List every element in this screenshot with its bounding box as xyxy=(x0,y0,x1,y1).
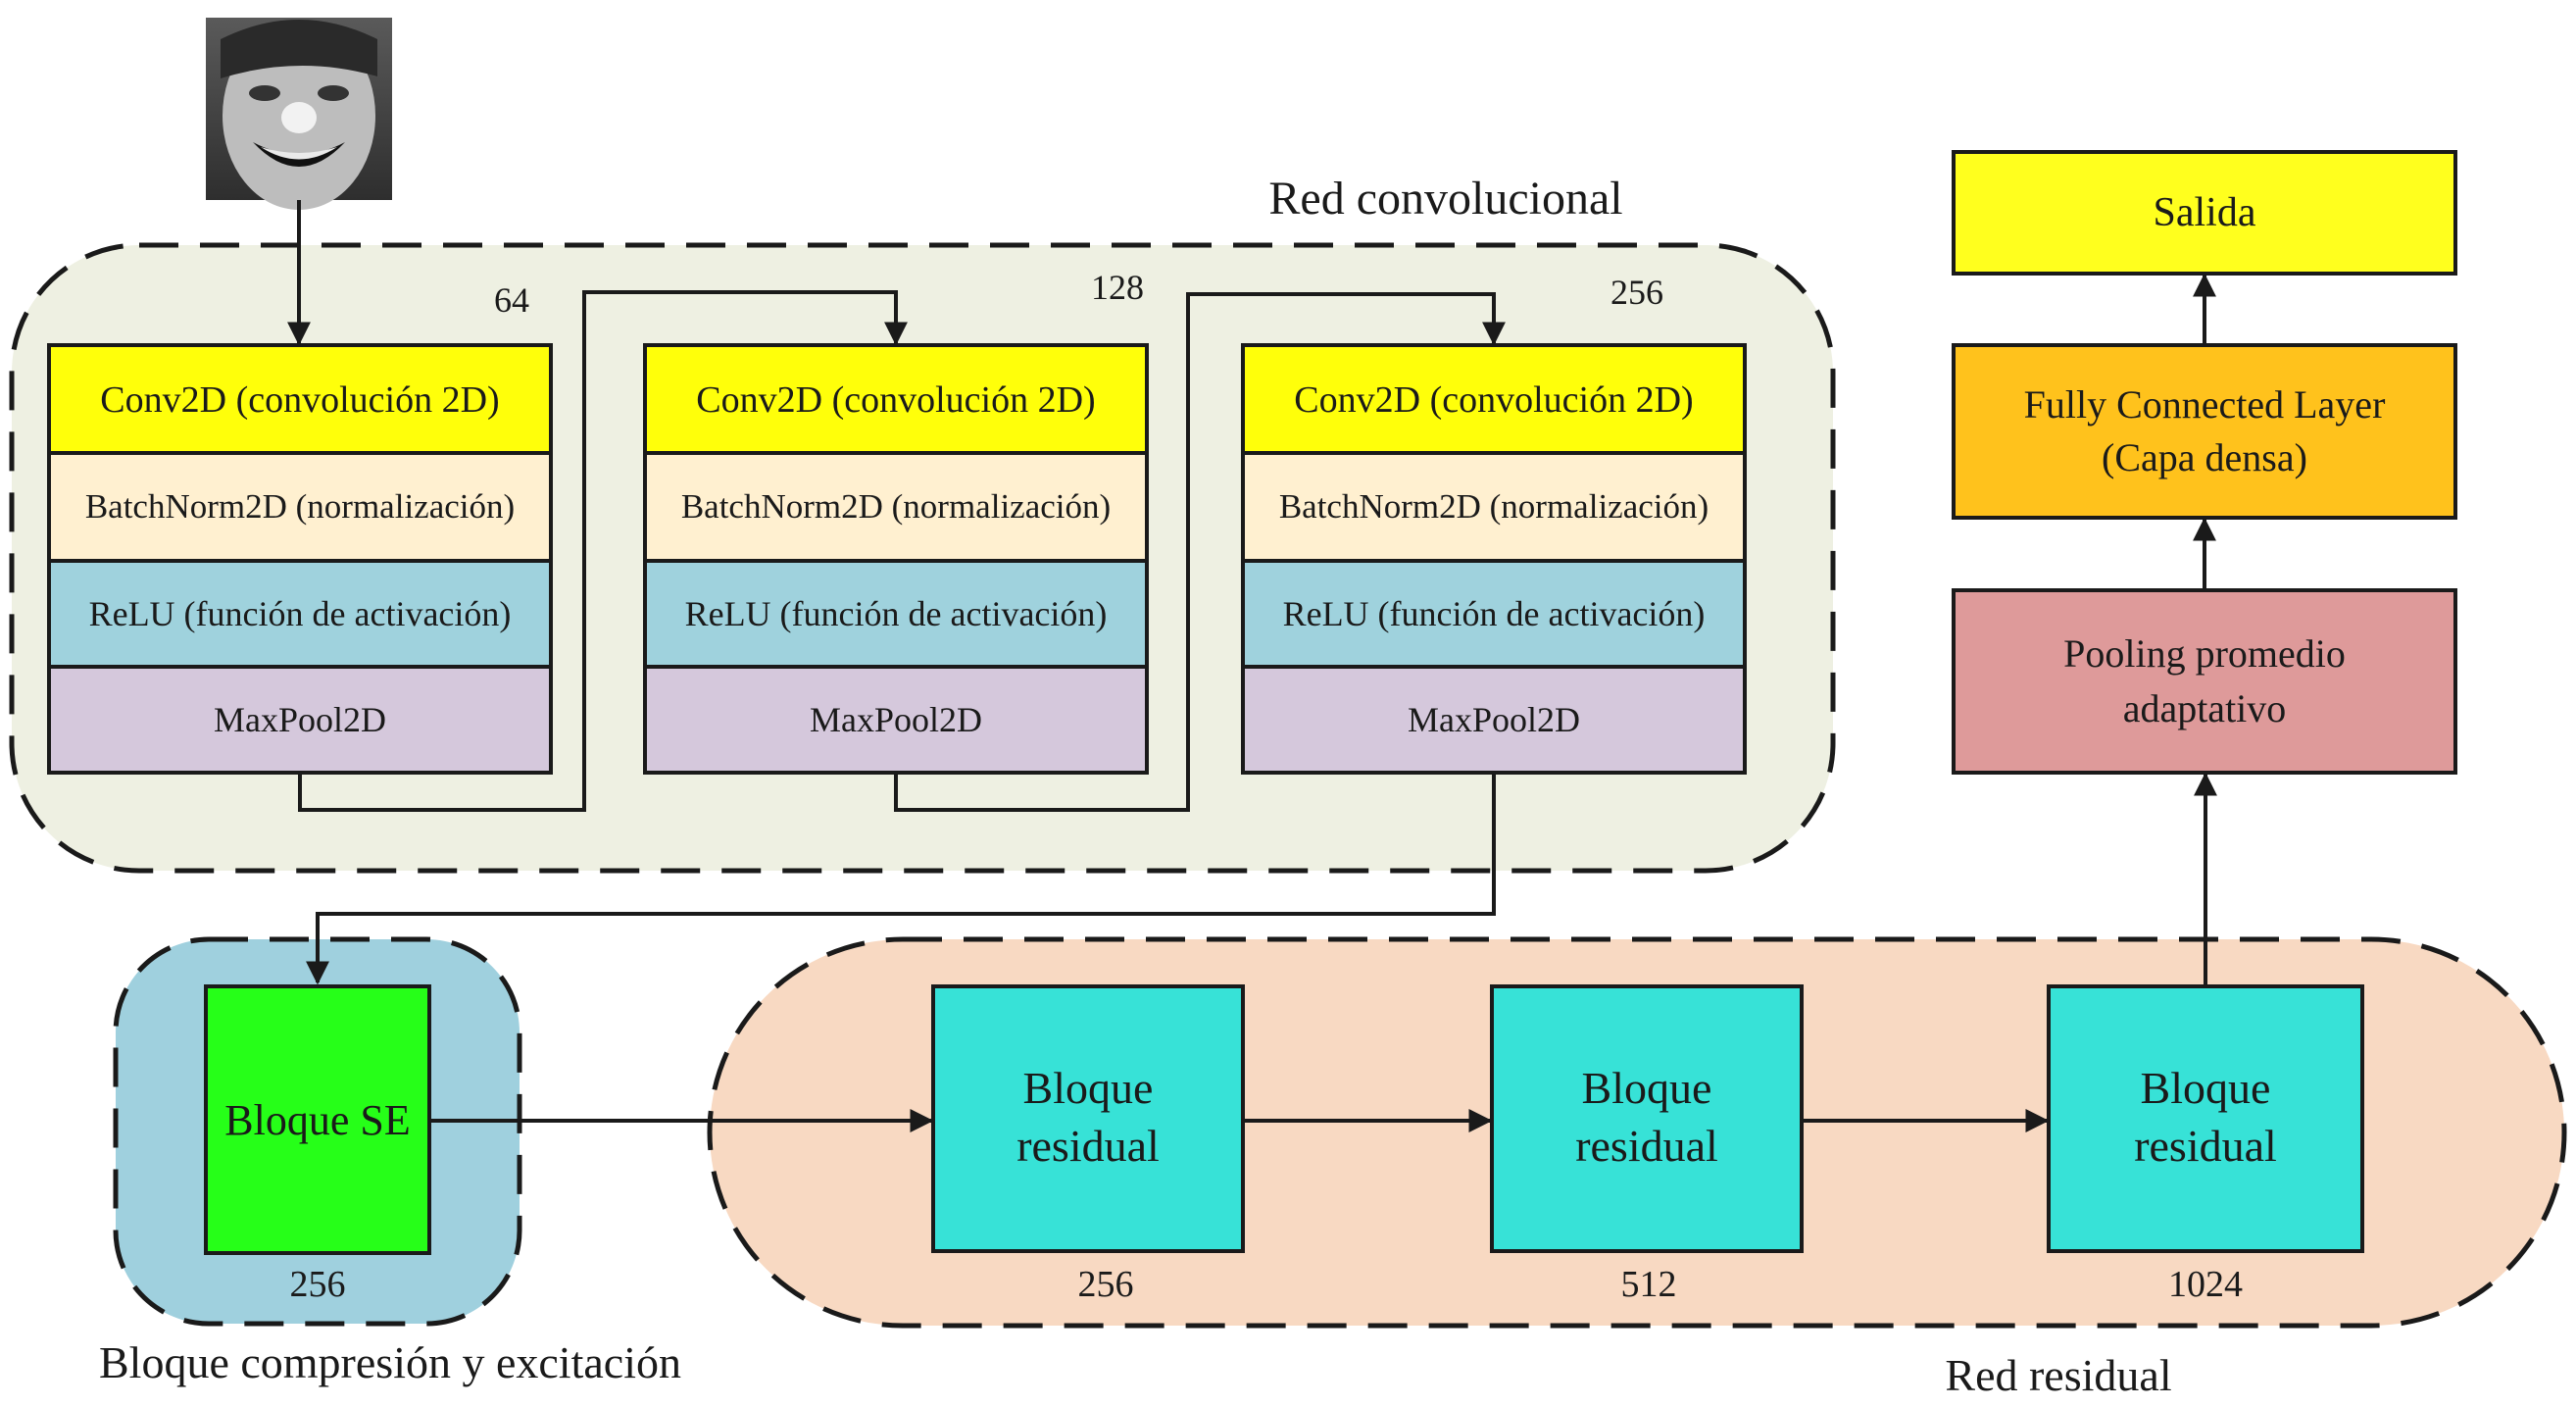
conv-stage-2: Conv2D (convolución 2D) BatchNorm2D (nor… xyxy=(643,268,1149,775)
conv2d-layer xyxy=(47,343,553,455)
relu-layer xyxy=(643,559,1149,669)
relu-layer xyxy=(1241,559,1747,669)
residual-line1: Bloque xyxy=(1023,1063,1154,1113)
stage-channels: 256 xyxy=(1610,273,1663,312)
conv2d-label: Conv2D (convolución 2D) xyxy=(1294,379,1693,421)
residual-block-2: Bloque residual 512 xyxy=(1490,984,1804,1305)
fc-line1: Fully Connected Layer xyxy=(2024,382,2386,427)
conv-stage-1: Conv2D (convolución 2D) BatchNorm2D (nor… xyxy=(47,280,553,775)
relu-label: ReLU (función de activación) xyxy=(89,594,512,633)
residual-line2: residual xyxy=(1575,1121,1718,1171)
residual-line1: Bloque xyxy=(2141,1063,2271,1113)
pooling-line2: adaptativo xyxy=(2123,686,2287,730)
se-block-label: Bloque SE xyxy=(224,1096,410,1144)
residual-box xyxy=(1490,984,1804,1253)
residual-channels: 256 xyxy=(1078,1264,1134,1305)
residual-channels: 512 xyxy=(1621,1264,1677,1305)
stage1-to-stage2-arrow xyxy=(298,290,908,812)
stage-channels: 64 xyxy=(494,280,529,320)
pooling-line1: Pooling promedio xyxy=(2063,631,2346,676)
maxpool-label: MaxPool2D xyxy=(214,700,386,739)
conv2d-layer xyxy=(1241,343,1747,455)
stage-channels: 128 xyxy=(1091,268,1144,307)
se-block-channels: 256 xyxy=(290,1264,346,1305)
maxpool-label: MaxPool2D xyxy=(810,700,982,739)
conv-stage-3: Conv2D (convolución 2D) BatchNorm2D (nor… xyxy=(1241,273,1747,775)
residual-box xyxy=(2047,984,2364,1253)
residual-channels: 1024 xyxy=(2168,1264,2243,1305)
se-region-title: Bloque compresión y excitación xyxy=(99,1337,681,1387)
conv2d-label: Conv2D (convolución 2D) xyxy=(696,379,1095,421)
relu-label: ReLU (función de activación) xyxy=(1283,594,1706,633)
conv2d-label: Conv2D (convolución 2D) xyxy=(100,379,499,421)
output-label: Salida xyxy=(2154,190,2256,235)
residual-line2: residual xyxy=(2134,1121,2277,1171)
residual-region-title: Red residual xyxy=(1945,1350,2171,1400)
residual-line2: residual xyxy=(1016,1121,1160,1171)
batchnorm-label: BatchNorm2D (normalización) xyxy=(1279,487,1709,526)
residual-box xyxy=(931,984,1245,1253)
batchnorm-label: BatchNorm2D (normalización) xyxy=(681,487,1111,526)
stage2-to-stage3-arrow xyxy=(894,292,1506,812)
output-box xyxy=(1952,150,2457,276)
residual-line1: Bloque xyxy=(1582,1063,1712,1113)
face-photo-icon xyxy=(206,18,392,210)
maxpool-layer xyxy=(1241,665,1747,775)
fc-line2: (Capa densa) xyxy=(2102,435,2307,479)
maxpool-layer xyxy=(643,665,1149,775)
pooling-box xyxy=(1952,588,2457,775)
batchnorm-label: BatchNorm2D (normalización) xyxy=(85,487,515,526)
fc-box xyxy=(1952,343,2457,520)
maxpool-layer xyxy=(47,665,553,775)
relu-layer xyxy=(47,559,553,669)
maxpool-label: MaxPool2D xyxy=(1408,700,1580,739)
relu-label: ReLU (función de activación) xyxy=(685,594,1108,633)
conv2d-layer xyxy=(643,343,1149,455)
conv-region-title: Red convolucional xyxy=(1268,173,1622,225)
stage3-to-se-arrow xyxy=(306,775,1496,985)
